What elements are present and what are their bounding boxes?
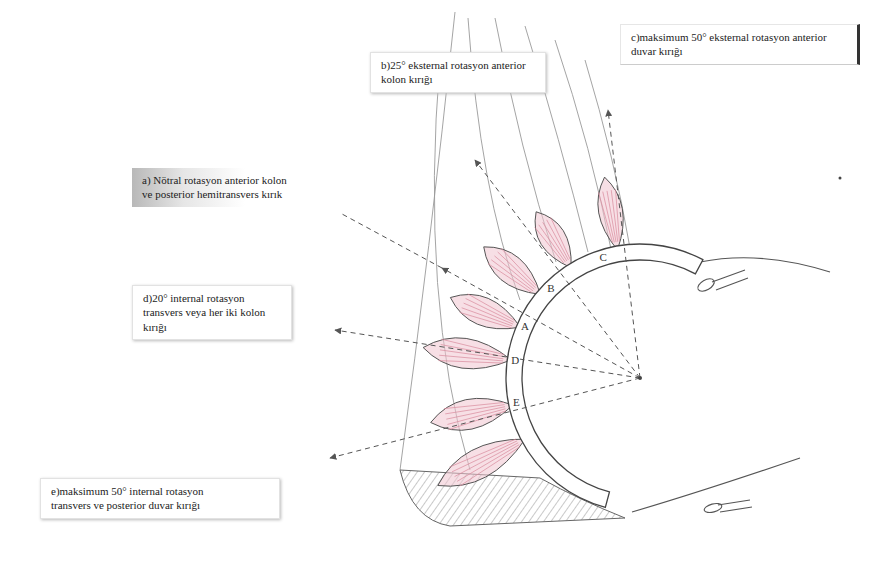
lobe-hatch bbox=[444, 402, 504, 408]
ring-letter: C bbox=[598, 252, 607, 263]
callout-text: b)25° eksternal rotasyon anterior kolon … bbox=[381, 58, 531, 87]
callout-text: e)maksimum 50° internal rotasyon transve… bbox=[51, 484, 246, 513]
rotation-arrow bbox=[475, 160, 640, 378]
lobe-hatch bbox=[494, 256, 534, 289]
lobe-hatch bbox=[598, 192, 612, 242]
lobe-hatch bbox=[460, 447, 521, 487]
callout-box: e)maksimum 50° internal rotasyon transve… bbox=[40, 478, 280, 519]
rotation-lobe bbox=[450, 294, 520, 328]
callout-box: a) Nötral rotasyon anterior kolon ve pos… bbox=[132, 168, 337, 207]
dot bbox=[839, 177, 842, 180]
lobe-hatch bbox=[468, 294, 515, 321]
callout-box: b)25° eksternal rotasyon anterior kolon … bbox=[370, 52, 546, 93]
ring-letter: E bbox=[512, 397, 521, 408]
lobe-hatch bbox=[464, 303, 513, 324]
lobe-hatch bbox=[462, 308, 513, 326]
rotation-lobe bbox=[438, 439, 525, 486]
lobe-hatch bbox=[611, 190, 617, 242]
lobe-hatch bbox=[452, 441, 517, 472]
lobe-hatch bbox=[498, 252, 536, 288]
callout-text: c)maksimum 50° eksternal rotasyon anteri… bbox=[631, 30, 831, 59]
callout-text: a) Nötral rotasyon anterior kolon ve pos… bbox=[142, 173, 292, 202]
rotation-lobe bbox=[598, 177, 623, 250]
lobe-hatch bbox=[457, 445, 519, 482]
acetabulum-ring bbox=[506, 244, 703, 507]
lobe-hatch bbox=[543, 222, 567, 261]
rotation-lobe bbox=[423, 338, 511, 369]
rotation-arrows bbox=[330, 110, 640, 458]
lobe-hatch bbox=[547, 220, 569, 260]
lobe-hatch bbox=[440, 350, 503, 359]
center-point bbox=[638, 376, 642, 380]
lobe-hatch bbox=[450, 439, 517, 467]
callout-box: c)maksimum 50° eksternal rotasyon anteri… bbox=[620, 24, 860, 65]
lobe-hatch bbox=[438, 361, 502, 363]
lobe-hatch bbox=[449, 411, 506, 430]
ring-letter: A bbox=[520, 321, 530, 332]
rotation-arrow bbox=[335, 330, 640, 378]
rotation-arrow bbox=[330, 378, 640, 458]
lobe-hatch bbox=[446, 407, 505, 419]
lobe-hatch bbox=[441, 339, 503, 354]
ring-letter: D bbox=[510, 355, 520, 366]
callout-box: d)20° internal rotasyon transvers veya h… bbox=[132, 285, 292, 340]
lobe-hatch bbox=[551, 217, 570, 259]
lobe-hatch bbox=[455, 443, 519, 477]
lobe-hatch bbox=[447, 409, 505, 425]
rotation-arrow bbox=[342, 214, 442, 268]
lobe-hatch bbox=[439, 355, 503, 361]
lobe-hatch bbox=[445, 405, 504, 414]
rotation-arrow bbox=[442, 268, 640, 378]
rotation-lobe bbox=[484, 247, 541, 295]
rotation-arrow bbox=[608, 110, 640, 378]
callout-text: d)20° internal rotasyon transvers veya h… bbox=[143, 291, 268, 334]
rotation-lobe bbox=[535, 212, 571, 268]
pelvis-outline bbox=[632, 258, 830, 514]
lobe-hatch bbox=[466, 298, 514, 322]
ring-letter: B bbox=[546, 283, 555, 294]
lobe-hatch bbox=[501, 248, 537, 286]
